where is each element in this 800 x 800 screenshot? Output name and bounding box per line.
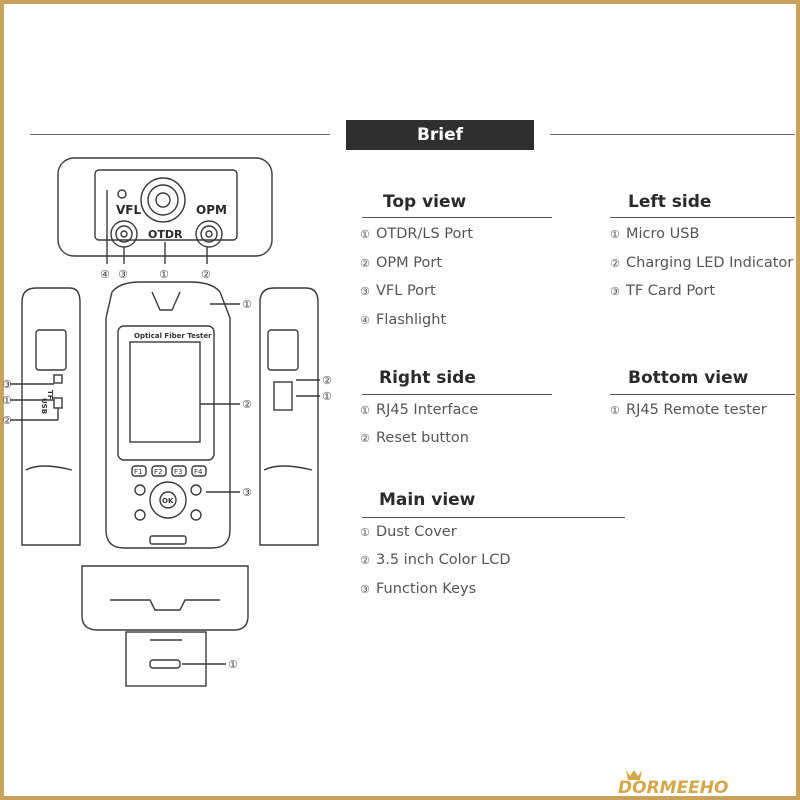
top-view-rule [362,217,552,218]
right-side-rule [362,394,552,395]
top-view-drawing [57,157,273,264]
svg-text:DORMEEHO: DORMEEHO [618,778,728,796]
main-view-title: Main view [379,490,476,510]
left-side-drawing [10,287,81,546]
top-callout-4: ④ [100,268,110,281]
right-side-drawing [259,287,320,546]
left-callout-2: ② [2,414,12,427]
right-callout-2: ② [322,374,332,387]
bottom-callout-1: ① [228,658,238,671]
right-side-title: Right side [379,368,476,388]
top-callout-2: ② [201,268,211,281]
main-callout-1: ① [242,298,252,311]
vfl-label: VFL [116,203,141,217]
dormeeho-logo: DORMEEHO [618,770,728,796]
banner-rule-left [30,134,330,135]
key-f2: F2 [154,468,162,476]
key-f3: F3 [174,468,182,476]
brand-label: Optical Fiber Tester [134,332,212,340]
left-callout-3: ③ [2,378,12,391]
banner-rule-right [550,134,795,135]
opm-label: OPM [196,203,227,217]
main-view-rule [362,517,625,518]
tf-label: TF [46,390,54,400]
key-f1: F1 [134,468,142,476]
top-view-title: Top view [383,192,467,212]
main-callout-3: ③ [242,486,252,499]
main-callout-2: ② [242,398,252,411]
crown-icon [626,770,642,780]
usb-label: USB [40,398,48,414]
right-callout-1: ① [322,390,332,403]
left-callout-1: ① [2,394,12,407]
otdr-label: OTDR [148,228,183,241]
bottom-view-title: Bottom view [628,368,749,388]
top-callout-3: ③ [118,268,128,281]
main-view-drawing [105,281,240,549]
left-side-title: Left side [628,192,712,212]
ok-key-label: OK [162,497,174,505]
brief-banner: Brief [346,120,534,150]
key-f4: F4 [194,468,203,476]
bottom-view-rule [610,394,795,395]
top-callout-1: ① [159,268,169,281]
left-side-rule [610,217,795,218]
bottom-view-drawing [81,565,249,687]
